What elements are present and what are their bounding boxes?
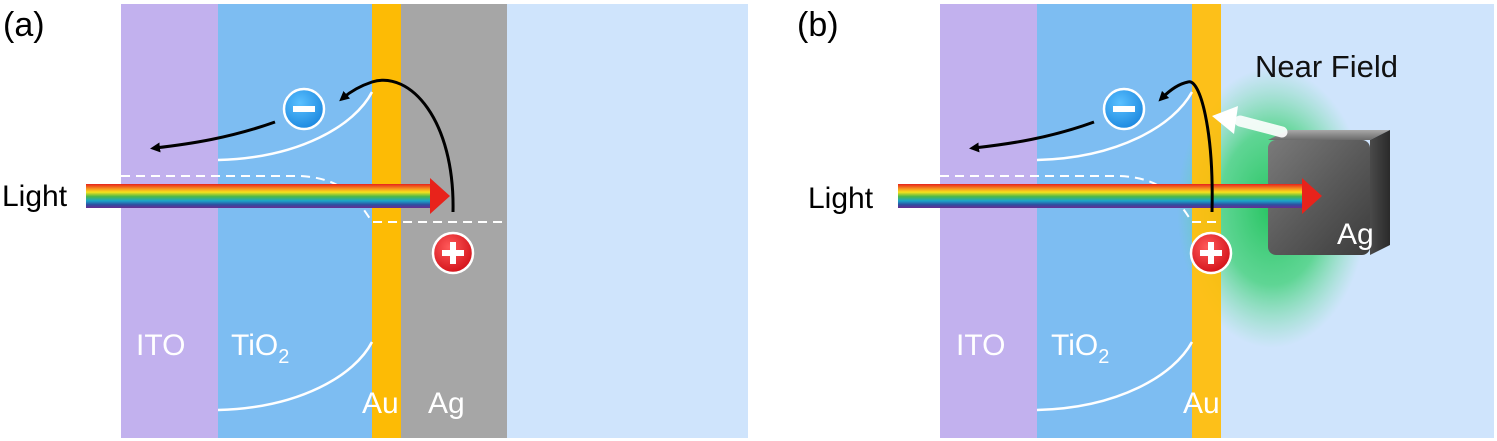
panel-b-lower-band [1036, 341, 1194, 412]
panel-a-electron [282, 87, 326, 131]
panel-b-hot-electron-arrow [1158, 80, 1214, 213]
panel-a-ito-layer [121, 4, 218, 438]
panel-a-light-label: Light [2, 180, 68, 213]
panel-b-tio2-sub: 2 [1098, 346, 1109, 368]
panel-a-lower-band [217, 341, 374, 412]
panel-b-ito-label: ITO [956, 329, 1005, 362]
panel-a-light-beam [86, 184, 430, 208]
panel-a-au-label: Au [362, 387, 399, 420]
panel-a-label: (a) [3, 6, 45, 44]
panel-a-tio2-label: TiO2 [231, 329, 289, 368]
panel-a-tio2-main: TiO [231, 329, 278, 362]
panel-b-near-field-arrow [1212, 106, 1288, 138]
minus-charge-icon [293, 106, 315, 112]
panel-b-electron-transport-arrow [969, 120, 1095, 153]
panel-b-tio2-layer [1037, 4, 1192, 438]
panel-b-ito-layer [940, 4, 1037, 438]
panel-a-hole [431, 231, 475, 275]
plus-charge-icon-vertical [1208, 242, 1214, 264]
panel-b-light-label: Light [808, 182, 874, 215]
panel-b-tio2-label: TiO2 [1051, 329, 1109, 368]
panel-a: (a) Light ITO TiO2 Au Ag [2, 4, 748, 438]
panel-b-hole [1189, 231, 1233, 275]
panel-b-light-beam [898, 184, 1302, 208]
panel-b-ag-cube-label: Ag [1337, 218, 1374, 251]
panel-a-conduction-band [217, 91, 374, 162]
panel-b-electron [1102, 87, 1146, 131]
panel-b-tio2-main: TiO [1051, 329, 1098, 362]
minus-charge-icon [1113, 106, 1135, 112]
panel-b-light-arrowhead [1302, 178, 1322, 214]
panel-a-ag-label: Ag [428, 387, 465, 420]
panel-a-hot-electron-arrow [339, 78, 455, 213]
panel-a-electron-transport-arrow [150, 120, 276, 153]
panel-a-light-arrowhead [430, 178, 450, 214]
panel-a-ito-label: ITO [136, 329, 185, 362]
panel-a-tio2-layer [218, 4, 372, 438]
panel-b-label: (b) [797, 6, 839, 44]
plus-charge-icon-vertical [450, 242, 456, 264]
panel-b-conduction-band [1036, 91, 1194, 162]
panel-a-tio2-sub: 2 [278, 346, 289, 368]
panel-b-near-field-label: Near Field [1255, 49, 1398, 84]
panel-b: (b) Light Near Field ITO TiO2 Au Ag [797, 4, 1494, 438]
panel-b-au-label: Au [1183, 387, 1220, 420]
panel-a-substrate [507, 4, 748, 438]
